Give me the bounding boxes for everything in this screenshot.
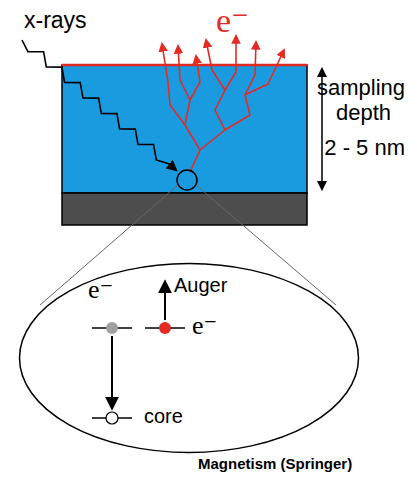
xray-label: x-rays — [24, 8, 87, 33]
depth-value: 2 - 5 nm — [324, 136, 405, 160]
core-hole — [106, 412, 118, 424]
xray-path — [22, 40, 176, 170]
electron-cascade — [162, 36, 284, 172]
magnify-circle — [177, 170, 197, 190]
surface-line — [62, 64, 307, 67]
auger-arrow — [164, 282, 166, 320]
substrate — [62, 193, 307, 225]
sample-layer — [62, 65, 307, 193]
zoom-ellipse: e⁻ Auger e⁻ core — [18, 262, 360, 454]
magnify-line — [40, 185, 178, 305]
electron-label: e⁻ — [88, 276, 113, 305]
auger-label: Auger — [174, 274, 227, 296]
electron-dot — [159, 322, 171, 334]
source-caption: Magnetism (Springer) — [198, 456, 352, 473]
depth-label: sampling — [317, 76, 405, 100]
xray-wave — [22, 40, 176, 170]
electron-label: e⁻ — [192, 312, 217, 341]
electron-label: e⁻ — [216, 2, 249, 39]
transition-arrow — [111, 336, 113, 408]
depth-label: depth — [336, 101, 391, 125]
core-label: core — [144, 405, 183, 427]
electron-dot — [106, 322, 118, 334]
